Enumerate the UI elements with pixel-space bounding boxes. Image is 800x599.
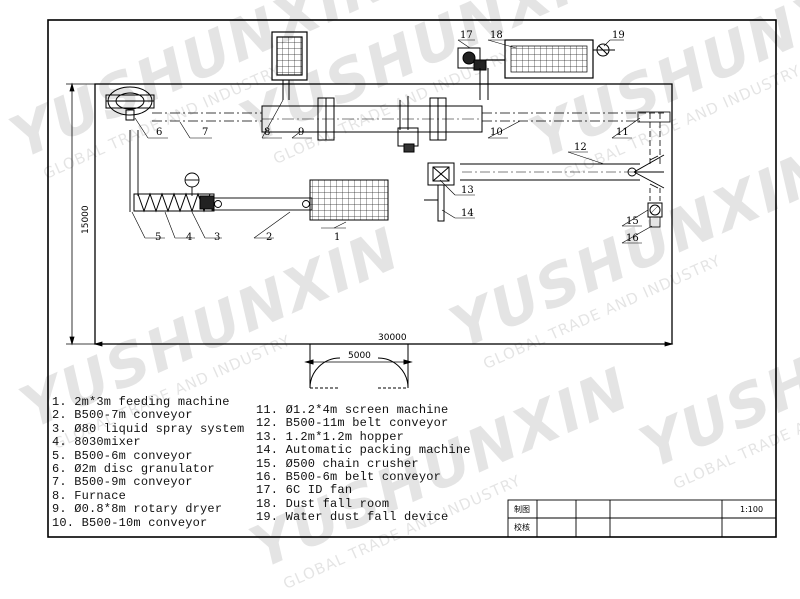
legend-item: 19. Water dust fall device xyxy=(256,510,449,525)
layout-drawing: 15000 30000 5000 xyxy=(47,19,777,538)
chain-crusher xyxy=(647,202,663,218)
callout-7: 7 xyxy=(202,127,208,138)
callout-3: 3 xyxy=(214,232,220,243)
dust-fall-room xyxy=(486,39,594,79)
feeding-machine xyxy=(309,179,389,221)
callout-13: 13 xyxy=(461,185,474,196)
callout-5: 5 xyxy=(155,232,161,243)
callout-8: 8 xyxy=(264,127,270,138)
callouts xyxy=(131,39,653,244)
screen-machine xyxy=(637,111,671,165)
callout-6: 6 xyxy=(156,127,162,138)
conveyor-b500-6m xyxy=(129,130,139,212)
legend-item: 18. Dust fall room xyxy=(256,496,390,511)
legend-item: 5. B500-6m conveyor xyxy=(52,448,193,463)
drawing-frame xyxy=(47,19,777,538)
legend-item: 1. 2m*3m feeding machine xyxy=(52,395,230,409)
title-block-check: 校核 xyxy=(514,522,530,532)
door xyxy=(304,344,413,389)
legend-item: 16. B500-6m belt conveyor xyxy=(256,470,442,485)
automatic-packing-machine xyxy=(424,184,445,222)
legend-item: 12. B500-11m belt conveyor xyxy=(256,416,449,431)
furnace xyxy=(271,31,308,100)
dimension-width-label: 15000 xyxy=(81,205,91,234)
legend-item: 13. 1.2m*1.2m hopper xyxy=(256,429,405,444)
dimension-length xyxy=(93,341,674,347)
callout-14: 14 xyxy=(461,208,474,219)
title-block-drawn: 制图 xyxy=(514,504,530,514)
conveyor-b500-7m xyxy=(211,197,313,211)
callout-1: 1 xyxy=(334,232,340,243)
callout-15: 15 xyxy=(626,216,639,227)
conveyor-b500-10m xyxy=(482,112,640,122)
mixer-8030 xyxy=(133,192,215,213)
title-block xyxy=(507,499,777,538)
equipment-legend-left: 1. 2m*3m feeding machine 2. B500-7m conv… xyxy=(52,395,245,530)
rotary-dryer xyxy=(261,96,483,153)
callout-16: 16 xyxy=(626,233,639,244)
callout-11: 11 xyxy=(616,127,629,138)
equipment-legend-right: 11. Ø1.2*4m screen machine 12. B500-11m … xyxy=(256,403,471,525)
belt-conveyor-b500-6m xyxy=(649,188,661,228)
legend-item: 17. 6C ID fan xyxy=(256,483,353,498)
id-fan xyxy=(457,47,489,100)
callout-18: 18 xyxy=(490,30,503,41)
callout-9: 9 xyxy=(298,127,304,138)
water-dust-fall-device xyxy=(593,43,615,57)
callout-4: 4 xyxy=(186,232,192,243)
callout-19: 19 xyxy=(612,30,625,41)
legend-item: 4. 8030mixer xyxy=(52,435,141,450)
conveyor-b500-9m xyxy=(152,112,262,122)
title-block-scale: 1:100 xyxy=(740,505,763,514)
legend-item: 10. B500-10m conveyor xyxy=(52,515,208,530)
legend-item: 14. Automatic packing machine xyxy=(256,443,471,458)
legend-item: 11. Ø1.2*4m screen machine xyxy=(256,403,449,417)
hopper xyxy=(427,162,455,186)
callout-2: 2 xyxy=(266,232,272,243)
callout-10: 10 xyxy=(490,127,503,138)
legend-item: 8. Furnace xyxy=(52,488,127,503)
legend-item: 15. Ø500 chain crusher xyxy=(256,456,419,471)
callout-17: 17 xyxy=(460,30,473,41)
dimension-length-label: 30000 xyxy=(378,333,407,343)
callout-12: 12 xyxy=(574,142,587,153)
legend-item: 2. B500-7m conveyor xyxy=(52,408,193,423)
disc-granulator xyxy=(105,86,155,121)
dimension-door-label: 5000 xyxy=(348,351,371,361)
belt-conveyor-b500-11m xyxy=(460,154,665,189)
legend-item: 9. Ø0.8*8m rotary dryer xyxy=(52,502,223,517)
legend-item: 3. Ø80 liquid spray system xyxy=(52,421,245,436)
legend-item: 6. Ø2m disc granulator xyxy=(52,462,215,477)
liquid-spray-system xyxy=(184,172,200,196)
dimension-width xyxy=(66,82,95,346)
legend-item: 7. B500-9m conveyor xyxy=(52,475,193,490)
